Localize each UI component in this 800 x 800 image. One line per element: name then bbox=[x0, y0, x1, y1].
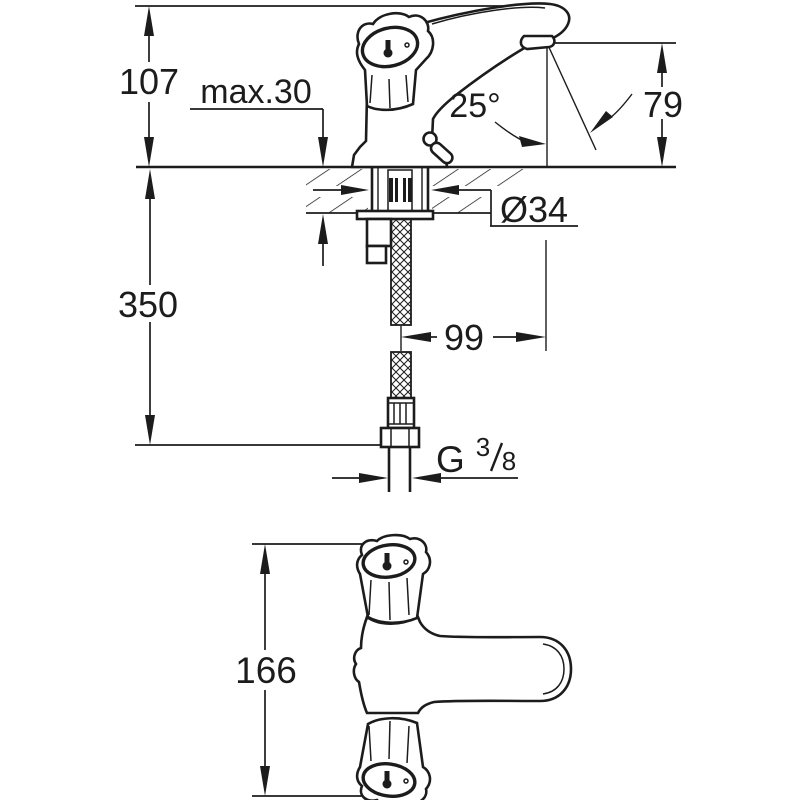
aerator bbox=[519, 34, 556, 51]
dim-thread-g38: G 3 8 bbox=[332, 432, 518, 483]
dim-angle-25: 25° bbox=[449, 87, 633, 147]
dim-166-label: 166 bbox=[235, 650, 297, 691]
hose-braid-upper bbox=[390, 218, 412, 326]
dim-79-label: 79 bbox=[643, 84, 683, 125]
plan-view: 166 bbox=[235, 533, 573, 800]
thread-teeth bbox=[389, 178, 393, 202]
dim-max30-label: max.30 bbox=[200, 73, 312, 111]
hose-braid-lower bbox=[390, 351, 412, 399]
dim-hole-diameter: Ø34 bbox=[313, 185, 568, 230]
dim-107: 107 bbox=[119, 6, 179, 167]
hose-hex-nut bbox=[379, 426, 421, 449]
dim-79: 79 bbox=[643, 43, 683, 167]
plan-handle-lower bbox=[355, 716, 432, 800]
mounting-shank bbox=[355, 167, 435, 265]
dim-166: 166 bbox=[235, 544, 297, 796]
dim-350-label: 350 bbox=[118, 284, 178, 325]
mounting-nut bbox=[365, 217, 393, 248]
spout-end-inner-line bbox=[542, 643, 565, 695]
plan-handle-upper bbox=[355, 533, 432, 625]
pop-up-rod-knob bbox=[422, 131, 438, 147]
dim-angle-label: 25° bbox=[449, 87, 500, 125]
dim-hole-label: Ø34 bbox=[500, 189, 568, 230]
thread-prefix-label: G bbox=[436, 439, 465, 480]
flexible-hose bbox=[379, 218, 421, 492]
thread-denominator-label: 8 bbox=[502, 446, 516, 476]
stream-angle-line bbox=[546, 42, 597, 151]
pop-up-rod bbox=[429, 141, 454, 165]
dim-107-label: 107 bbox=[119, 61, 179, 102]
dim-350: 350 bbox=[118, 169, 381, 446]
side-section-view: 107 max.30 350 79 bbox=[118, 2, 683, 492]
dim-max30: max.30 bbox=[190, 73, 328, 266]
plan-body-spout-outline bbox=[352, 614, 573, 715]
thread-numerator-label: 3 bbox=[476, 432, 490, 462]
fraction-slash bbox=[489, 442, 504, 472]
handle-keyhole-mark bbox=[385, 40, 391, 51]
dim-99: 99 bbox=[401, 240, 547, 358]
dim-99-label: 99 bbox=[444, 317, 484, 358]
faucet-body-side bbox=[350, 2, 571, 169]
